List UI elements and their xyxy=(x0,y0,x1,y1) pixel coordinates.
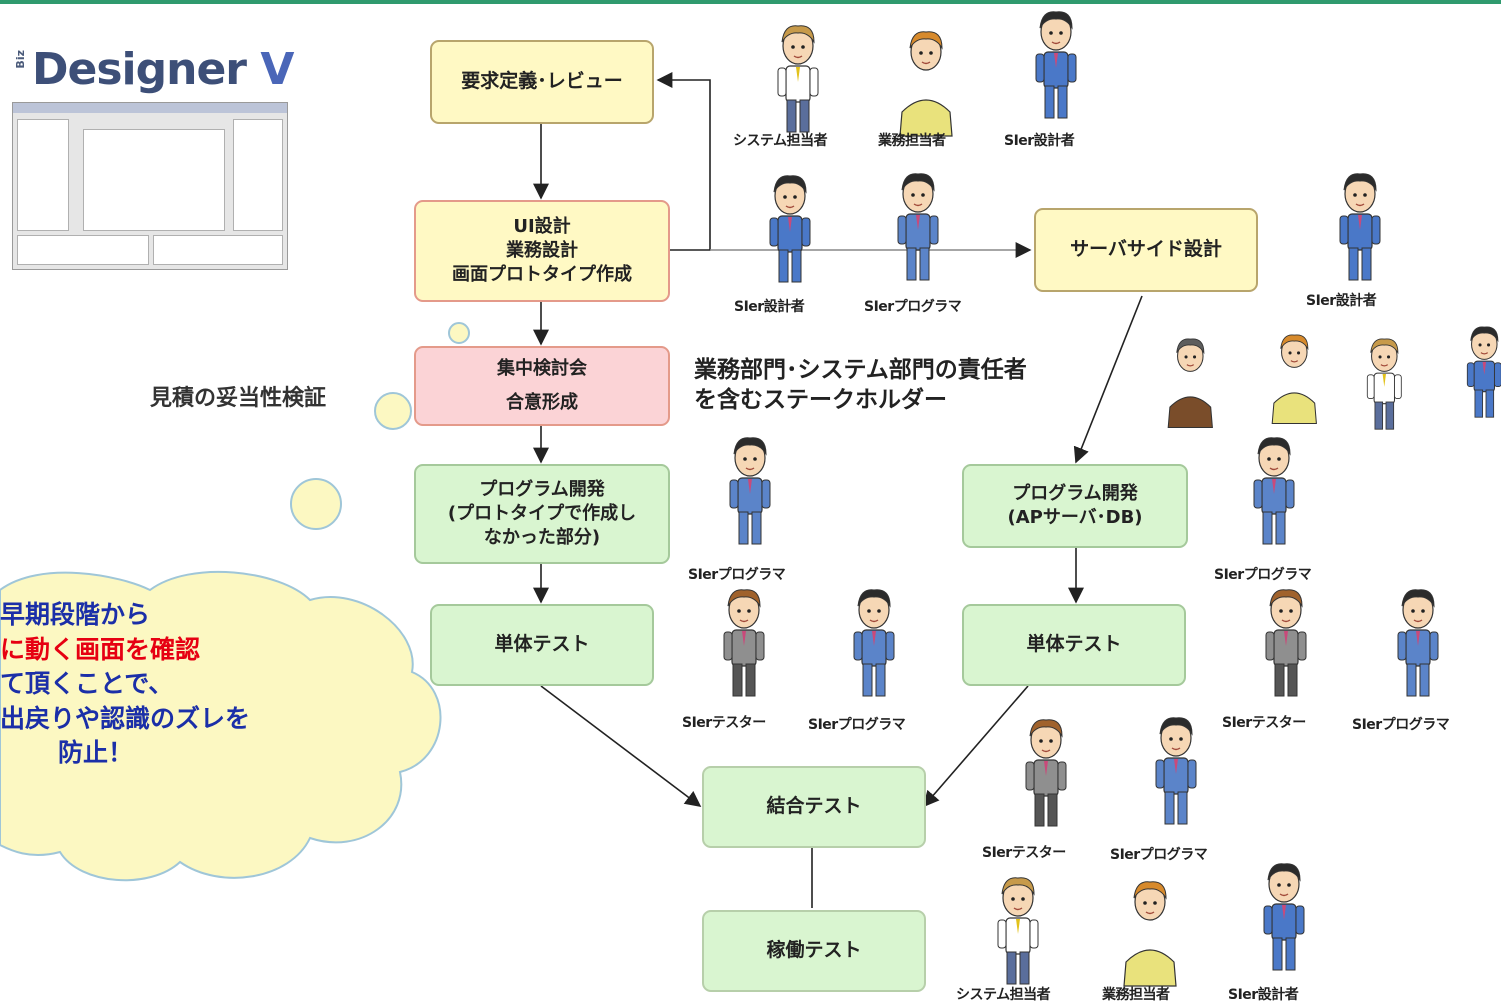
program-dev-right-box: プログラム開発 (APサーバ･DB) xyxy=(962,464,1188,548)
person-figure-t xyxy=(1265,589,1307,697)
cloud-line5: 防止！ xyxy=(58,738,134,767)
person-figure-m xyxy=(769,175,811,283)
label-business-manager-bottom: 業務担当者 xyxy=(1102,987,1170,1003)
label-sier-programmer-dev-left: SIerプログラマ xyxy=(688,567,786,583)
cloud-line2: に動く画面を確認 xyxy=(0,634,201,664)
estimate-note: 見積の妥当性検証 xyxy=(150,386,327,411)
person-figure-t xyxy=(1025,719,1067,827)
integration-test-box: 結合テスト xyxy=(702,766,926,848)
label-sier-designer-server: SIer設計者 xyxy=(1306,293,1377,309)
thought-bubble-small xyxy=(448,322,470,344)
person-figure-w xyxy=(1123,881,1177,987)
ui-design-box: UI設計 業務設計 画面プロトタイプ作成 xyxy=(414,200,670,302)
person-figure-c xyxy=(777,25,819,133)
meeting-box: 集中検討会 合意形成 xyxy=(414,346,670,426)
label-sier-tester-integration: SIerテスター xyxy=(982,845,1066,861)
program-dev-left-box: プログラム開発 (プロトタイプで作成し なかった部分) xyxy=(414,464,670,564)
unit-test-left-box: 単体テスト xyxy=(430,604,654,686)
person-figure-w xyxy=(899,31,953,137)
person-figure-p xyxy=(853,589,895,697)
label-sier-designer-bottom: SIer設計者 xyxy=(1228,987,1299,1003)
person-figure-p xyxy=(1397,589,1439,697)
thought-bubble-large xyxy=(290,478,342,530)
cloud-line3: て頂くことで、 xyxy=(0,669,174,698)
label-sier-programmer-unit-right: SIerプログラマ xyxy=(1352,717,1450,733)
label-sier-tester-left: SIerテスター xyxy=(682,715,766,731)
operation-test-box: 稼働テスト xyxy=(702,910,926,992)
person-figure-m xyxy=(1466,326,1501,418)
label-sier-programmer-integration: SIerプログラマ xyxy=(1110,847,1208,863)
meeting-line2: 合意形成 xyxy=(506,392,578,413)
person-figure-p xyxy=(1253,437,1295,545)
top-border xyxy=(0,0,1501,4)
label-sier-designer-top: SIer設計者 xyxy=(1004,133,1075,149)
label-sier-programmer-ui: SIerプログラマ xyxy=(864,299,962,315)
label-business-manager-top: 業務担当者 xyxy=(878,133,946,149)
label-sier-tester-right: SIerテスター xyxy=(1222,715,1306,731)
cloud-message: 早期段階から に動く画面を確認 て頂くことで、 出戻りや認識のズレを 防止！ xyxy=(0,598,250,771)
label-system-manager-top: システム担当者 xyxy=(733,133,828,149)
label-sier-programmer-unit-left: SIerプログラマ xyxy=(808,717,906,733)
person-figure-t xyxy=(723,589,765,697)
person-figure-m xyxy=(1035,11,1077,119)
stakeholder-note: 業務部門･システム部門の責任者 を含むステークホルダー xyxy=(694,357,1027,413)
person-figure-p xyxy=(897,173,939,281)
bizdesigner-logo: Biz Designer V xyxy=(14,44,304,104)
person-figure-m xyxy=(1263,863,1305,971)
unit-test-right-box: 単体テスト xyxy=(962,604,1186,686)
label-system-manager-bottom: システム担当者 xyxy=(956,987,1051,1003)
cloud-line4: 出戻りや認識のズレを xyxy=(0,703,251,733)
person-figure-c xyxy=(997,877,1039,985)
thought-bubble-medium xyxy=(374,392,412,430)
label-sier-designer-ui: SIer設計者 xyxy=(734,299,805,315)
meeting-line1: 集中検討会 xyxy=(497,357,587,379)
person-figure-m xyxy=(1339,173,1381,281)
person-figure-p xyxy=(1155,717,1197,825)
logo-name: Designer V xyxy=(32,44,294,95)
server-side-design-box: サーバサイド設計 xyxy=(1034,208,1258,292)
person-figure-p xyxy=(729,437,771,545)
requirements-box: 要求定義･レビュー xyxy=(430,40,654,124)
cloud-line1: 早期段階から xyxy=(0,600,151,629)
label-sier-programmer-dev-right: SIerプログラマ xyxy=(1214,567,1312,583)
person-figure-o xyxy=(1167,338,1213,429)
person-figure-w xyxy=(1271,334,1317,425)
person-figure-c xyxy=(1366,338,1402,430)
app-screenshot-thumbnail xyxy=(12,102,288,270)
